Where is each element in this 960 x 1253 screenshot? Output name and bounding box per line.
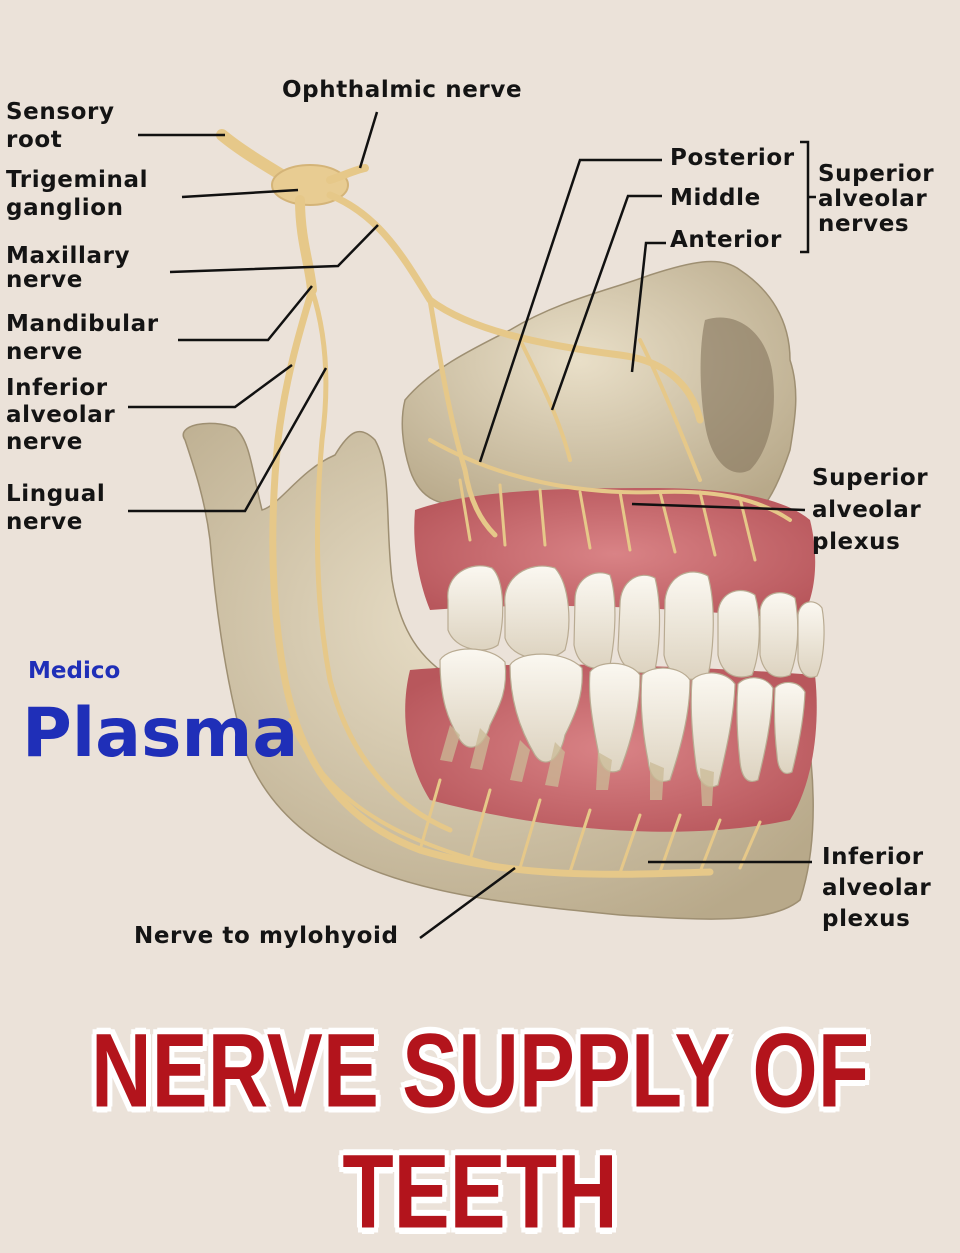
diagram-stage: Sensory root Ophthalmic nerve Trigeminal…: [6, 77, 935, 1250]
leader-inferior-alveolar: [128, 363, 293, 409]
label-sensory-root: Sensory root: [6, 99, 115, 153]
label-nerve-to-mylohyoid: Nerve to mylohyoid: [134, 923, 399, 949]
lower-teeth: [439, 648, 806, 788]
leader-mylohyoid: [419, 866, 516, 940]
brand-plasma: Plasma: [22, 694, 299, 773]
leader-anterior: [630, 241, 666, 373]
label-inferior-alveolar-plexus: Inferior alveolar plexus: [822, 844, 932, 932]
nerve-network: [216, 129, 792, 878]
maxillary-cavity: [700, 317, 774, 473]
page-title: NERVE SUPPLY OF TEETH: [90, 1011, 870, 1250]
superior-alveolar-bracket: [800, 140, 816, 254]
label-superior-alveolar-plexus: Superior alveolar plexus: [812, 465, 929, 555]
leader-posterior: [478, 158, 662, 463]
leader-superior-plexus: [631, 502, 806, 512]
leader-lines: [128, 111, 812, 940]
label-maxillary-nerve: Maxillary nerve: [6, 243, 131, 293]
label-mandibular-nerve: Mandibular nerve: [6, 311, 159, 365]
lower-roots: [440, 725, 714, 806]
label-posterior: Posterior: [670, 145, 795, 171]
label-anterior: Anterior: [670, 227, 782, 253]
leader-lingual: [128, 367, 328, 513]
label-lingual-nerve: Lingual nerve: [6, 481, 106, 535]
leader-middle: [550, 194, 662, 411]
label-middle: Middle: [670, 185, 761, 211]
jaw-illustration: [128, 111, 825, 940]
label-ophthalmic-nerve: Ophthalmic nerve: [282, 77, 523, 103]
label-inferior-alveolar-nerve: Inferior alveolar nerve: [6, 375, 116, 455]
leader-trigeminal: [181, 188, 299, 199]
leader-ophthalmic: [358, 111, 379, 169]
leader-mandibular: [178, 285, 313, 342]
label-superior-alveolar-nerves: Superior alveolar nerves: [818, 161, 935, 237]
label-trigeminal-ganglion: Trigeminal ganglion: [6, 167, 149, 221]
leader-maxillary: [169, 224, 379, 274]
upper-teeth: [447, 565, 825, 680]
brand-medico: Medico: [28, 658, 121, 684]
